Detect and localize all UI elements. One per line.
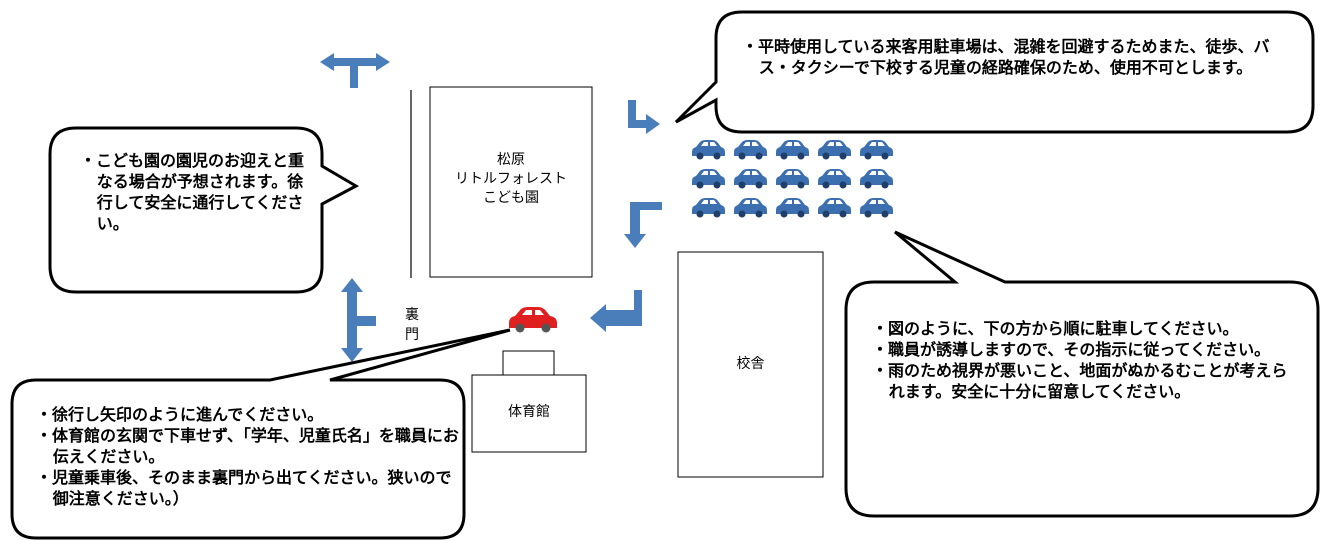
- kodomoen-label-line: 松原: [497, 152, 525, 168]
- kosha-building: [677, 251, 824, 478]
- route-arrow-icon: [341, 278, 376, 362]
- route-arrow-icon: [624, 202, 662, 248]
- uramon-label: 裏門: [405, 307, 419, 343]
- kodomoen-label-line: こども園: [483, 190, 539, 206]
- kosha-label: 校舎: [736, 356, 765, 372]
- parked-car-icon: [776, 169, 809, 189]
- callout-parking-order-bubble: [844, 230, 1320, 518]
- kodomoen-building: [429, 86, 593, 278]
- parked-car-icon: [734, 169, 767, 189]
- callout-parking-order-text: ・図のように、下の方から順に駐車してください。 ・職員が誘導しますので、その指示…: [872, 318, 1302, 402]
- parked-car-icon: [692, 140, 725, 160]
- taiikukan-entrance: [502, 350, 555, 376]
- parked-car-icon: [818, 140, 851, 160]
- route-arrow-icon: [628, 100, 660, 134]
- callout-bullet: ・平時使用している来客用駐車場は、混雑を回避するためまた、徒歩、バス・タクシーで…: [742, 37, 1270, 77]
- parked-car-icon: [734, 198, 767, 218]
- callout-bullet: ・体育館の玄関で下車せず、「学年、児童氏名」を職員にお伝えください。: [36, 426, 459, 466]
- parked-car-icon: [734, 140, 767, 160]
- callout-route-text: ・徐行し矢印のように進んでください。 ・体育館の玄関で下車せず、「学年、児童氏名…: [36, 404, 459, 509]
- parked-car-icon: [818, 169, 851, 189]
- callout-bullet: ・図のように、下の方から順に駐車してください。: [872, 319, 1239, 338]
- kodomoen-label: 松原 リトルフォレスト こども園: [430, 151, 592, 208]
- parked-car-icon: [776, 198, 809, 218]
- parked-car-icon: [692, 198, 725, 218]
- route-arrow-icon: [320, 53, 390, 88]
- taiikukan-building: [471, 374, 587, 453]
- parked-car-icon: [860, 140, 893, 160]
- route-arrow-icon: [590, 290, 642, 332]
- parking-area: [692, 140, 893, 218]
- kodomoen-label-line: リトルフォレスト: [455, 171, 567, 187]
- taiikukan-label: 体育館: [508, 404, 550, 420]
- callout-parking-bubble: [674, 10, 1315, 134]
- parked-car-icon: [692, 169, 725, 189]
- pickup-car-icon: [509, 307, 557, 333]
- callout-bullet: ・職員が誘導しますので、その指示に従ってください。: [872, 340, 1271, 359]
- callout-bullet: ・徐行し矢印のように進んでください。: [36, 405, 324, 424]
- parked-car-icon: [818, 198, 851, 218]
- callout-route-bubble: [10, 328, 511, 540]
- parked-car-icon: [776, 140, 809, 160]
- callout-bullet: ・雨のため視界が悪いこと、地面がぬかるむことが考えられます。安全に十分に留意して…: [872, 361, 1288, 401]
- callout-bullet: ・児童乗車後、そのまま裏門から出てください。狭いので御注意ください。）: [36, 468, 452, 508]
- callout-kodomoen-text: ・こども園の園児のお迎えと重なる場合が予想されます。徐行して安全に通行してくださ…: [80, 150, 310, 234]
- callout-parking-text: ・平時使用している来客用駐車場は、混雑を回避するためまた、徒歩、バス・タクシーで…: [742, 36, 1302, 78]
- parked-car-icon: [860, 169, 893, 189]
- parked-car-icon: [860, 198, 893, 218]
- callout-bullet: ・こども園の園児のお迎えと重なる場合が予想されます。徐行して安全に通行してくださ…: [80, 151, 305, 233]
- callout-kodomoen-bubble: [48, 126, 360, 294]
